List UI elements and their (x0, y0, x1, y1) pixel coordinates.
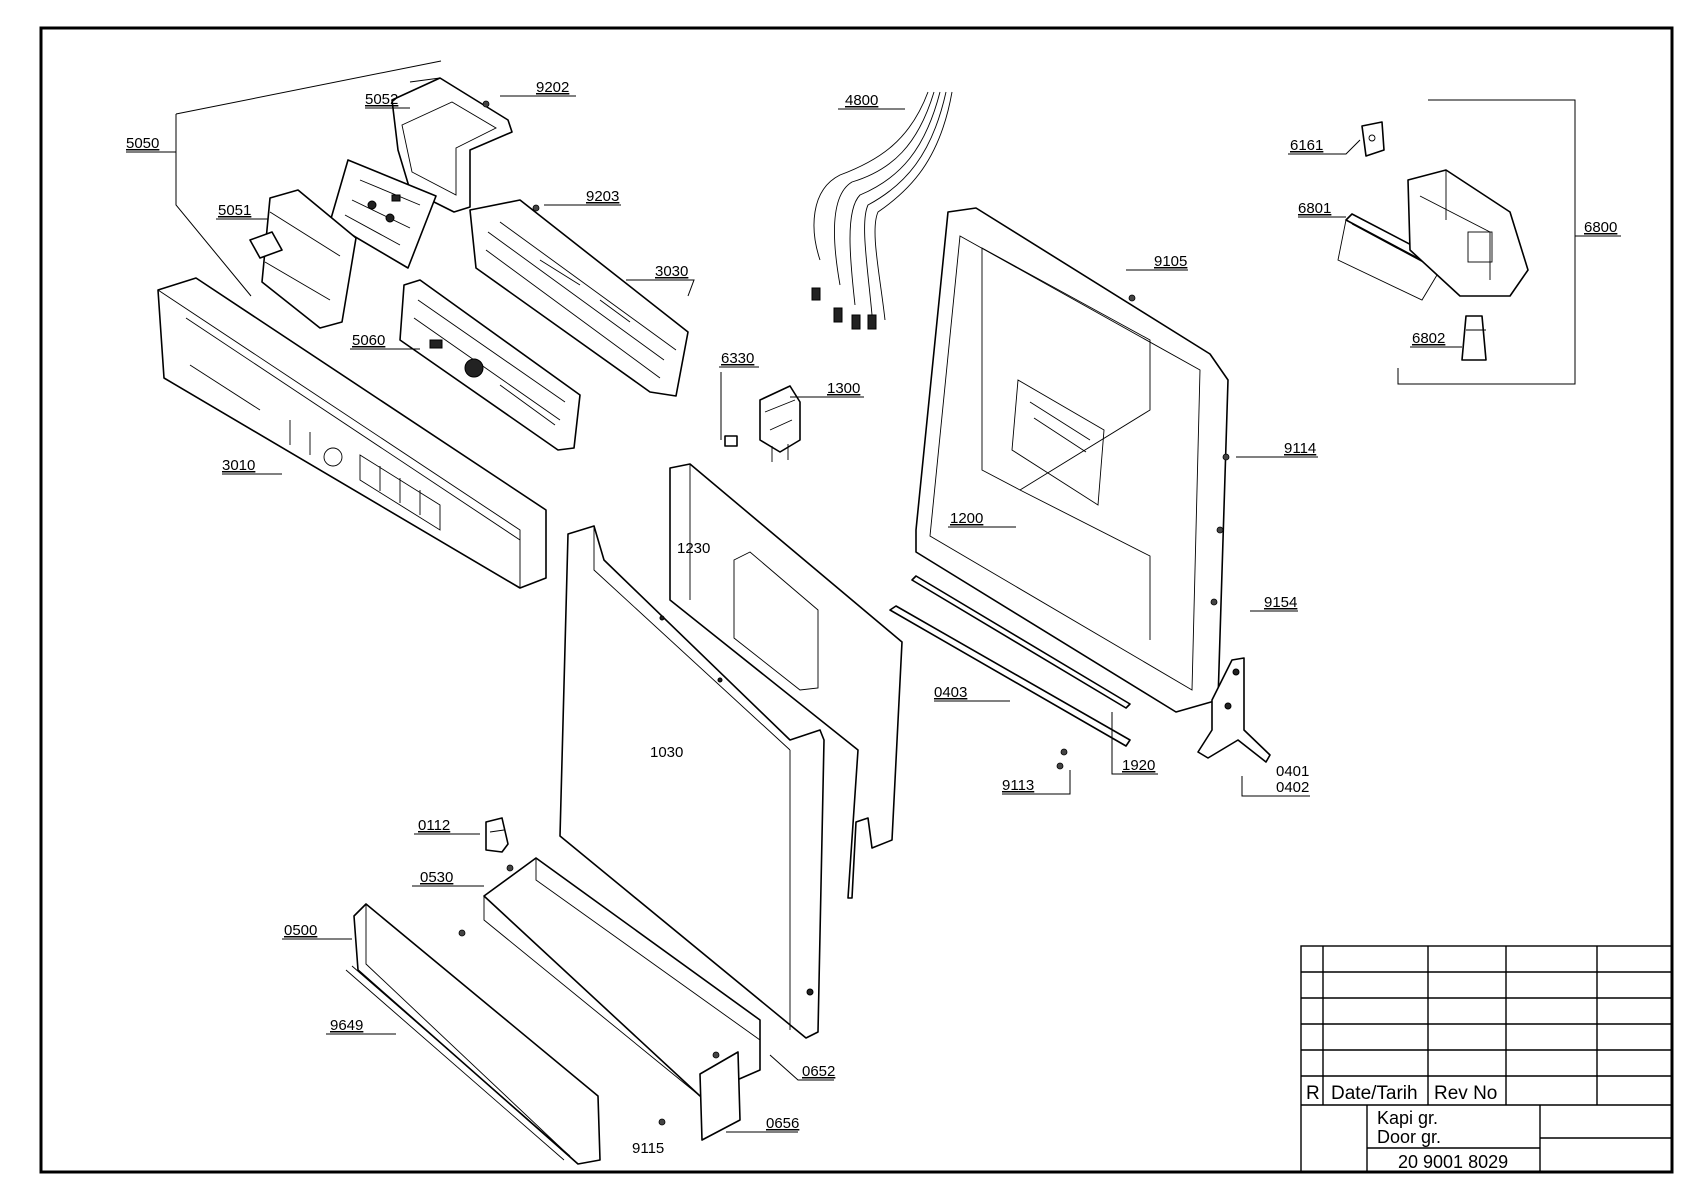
part-1030-inner-door (559, 525, 825, 1039)
part-3030-carrier (469, 199, 689, 397)
label-0652: 0652 (802, 1063, 835, 1080)
label-1300: 1300 (827, 380, 860, 397)
label-0402: 0402 (1276, 779, 1309, 796)
label-1230: 1230 (677, 540, 710, 557)
label-0112: 0112 (418, 817, 450, 834)
label-0500: 0500 (284, 922, 317, 939)
label-9154: 9154 (1264, 594, 1297, 611)
label-1200: 1200 (950, 510, 983, 527)
label-0530: 0530 (420, 869, 453, 886)
screws (458, 100, 1230, 1126)
part-0530-toe-cover (483, 857, 761, 1097)
label-5051: 5051 (218, 202, 251, 219)
label-9113: 9113 (1002, 777, 1034, 794)
part-0500-kickplate (353, 903, 601, 1165)
part-electronic-board (329, 159, 437, 269)
part-1300-bracket (759, 385, 801, 462)
part-5060-board (399, 279, 581, 451)
label-6161: 6161 (1290, 137, 1323, 154)
label-5060: 5060 (352, 332, 385, 349)
group-bracket-5050 (175, 60, 442, 297)
part-5051-module (249, 189, 357, 329)
part-1230-outer-panel (669, 463, 903, 899)
label-0403: 0403 (934, 684, 967, 701)
label-6330: 6330 (721, 350, 754, 367)
part-labels: 5050 5052 9202 9203 5051 3030 5060 3010 … (126, 79, 1617, 1157)
part-0652-cover (699, 1051, 741, 1141)
label-5050: 5050 (126, 135, 159, 152)
part-6800-dispenser (1407, 169, 1529, 297)
leader-lines (126, 95, 1621, 1133)
label-9203: 9203 (586, 188, 619, 205)
label-6801: 6801 (1298, 200, 1331, 217)
part-9649-strip (345, 965, 571, 1161)
label-6800: 6800 (1584, 219, 1617, 236)
date-column-header: Date/Tarih (1331, 1083, 1418, 1104)
part-6330-clip (720, 372, 738, 447)
label-9649: 9649 (330, 1017, 363, 1034)
label-9105: 9105 (1154, 253, 1187, 270)
label-4800: 4800 (845, 92, 878, 109)
label-9202: 9202 (536, 79, 569, 96)
part-6802-actuator (1461, 315, 1487, 361)
label-6802: 6802 (1412, 330, 1445, 347)
rev-no-column-header: Rev No (1434, 1083, 1497, 1104)
part-0403-gasket (889, 575, 1131, 747)
label-5052: 5052 (365, 91, 398, 108)
label-3010: 3010 (222, 457, 255, 474)
part-3010-fascia (157, 277, 547, 589)
label-3030: 3030 (655, 263, 688, 280)
label-1920: 1920 (1122, 757, 1155, 774)
part-0401-hinge (1197, 657, 1271, 763)
label-0656: 0656 (766, 1115, 799, 1132)
label-0401: 0401 (1276, 763, 1309, 780)
label-9115: 9115 (632, 1140, 664, 1157)
part-0112-bracket (485, 817, 509, 853)
part-1200-tub-door (915, 207, 1229, 713)
label-9114: 9114 (1284, 440, 1316, 457)
part-5052-frame (391, 77, 513, 213)
drawing-name-line-2: Door gr. (1377, 1127, 1441, 1147)
part-6161-clip (1361, 121, 1385, 157)
drawing-name-line-1: Kapi gr. (1377, 1108, 1438, 1128)
rev-marker: R (1306, 1083, 1320, 1104)
drawing-number: 20 9001 8029 (1398, 1152, 1508, 1172)
drawing-frame (39, 26, 1674, 1174)
part-4800-wiring (811, 91, 953, 330)
label-1030: 1030 (650, 744, 683, 761)
group-bracket-6800 (1397, 99, 1576, 385)
title-block: R Date/Tarih Rev No Kapi gr. Door gr. 20… (1300, 945, 1673, 1173)
